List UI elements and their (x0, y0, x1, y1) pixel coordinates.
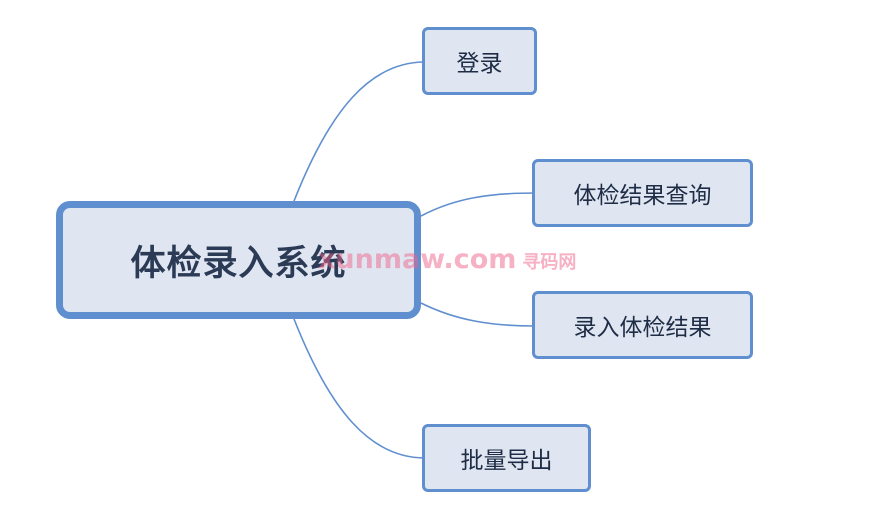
branch-node-login: 登录 (422, 27, 537, 95)
branch-node-login-label: 登录 (456, 51, 503, 77)
connector-enter (420, 302, 536, 327)
root-node-label: 体检录入系统 (130, 243, 347, 284)
connector-query (420, 192, 536, 217)
branch-node-enter-label: 录入体检结果 (573, 315, 712, 341)
connector-login (293, 61, 426, 202)
branch-node-export-label: 批量导出 (460, 448, 553, 474)
branch-node-enter: 录入体检结果 (532, 291, 753, 359)
branch-node-query-label: 体检结果查询 (573, 183, 712, 209)
branch-node-query: 体检结果查询 (532, 159, 753, 227)
connector-export (293, 318, 426, 459)
root-node: 体检录入系统 (56, 201, 421, 319)
branch-node-export: 批量导出 (422, 424, 591, 492)
